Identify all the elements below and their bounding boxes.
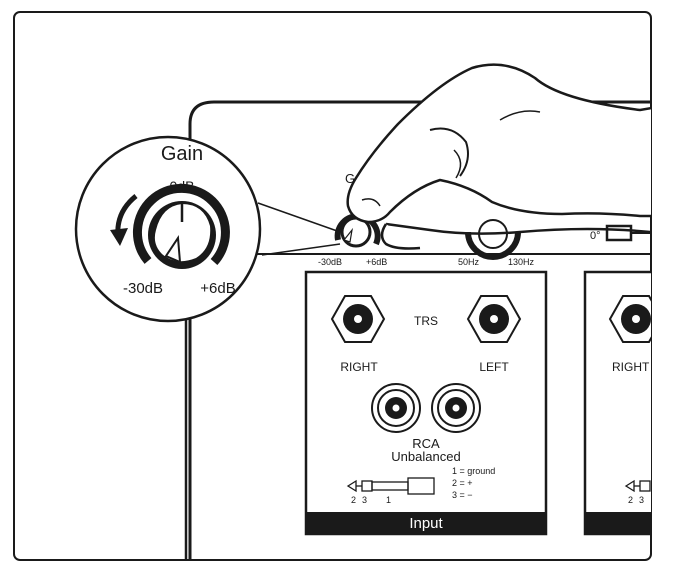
- knob-pointer-triangle: [164, 235, 182, 264]
- rca-jack-left[interactable]: [431, 383, 481, 433]
- rca-jack-right[interactable]: [371, 383, 421, 433]
- plug-pin-3: 3: [362, 495, 367, 505]
- pin-legend-3: 3 = −: [452, 490, 473, 500]
- gain-knob-large[interactable]: [148, 201, 216, 269]
- second-trs-jack-right[interactable]: [608, 295, 662, 343]
- device-gain-label-partial: G: [345, 171, 355, 186]
- second-right-label: RIGHT: [612, 360, 650, 374]
- second-plug-pin-3: 3: [639, 495, 644, 505]
- rca-label: RCA: [412, 436, 440, 451]
- input-footer-label: Input: [409, 515, 443, 532]
- callout-zero-label: 0dB: [170, 178, 195, 194]
- plug-pin-1: 1: [386, 495, 391, 505]
- callout-leader-bottom: [261, 243, 341, 256]
- input-footer-bar: [306, 512, 546, 534]
- callout-min-label: -30dB: [123, 280, 163, 297]
- trs-plug-icon: [346, 477, 435, 495]
- trs-jack-right[interactable]: [330, 295, 386, 343]
- device-gain-max-label: +6dB: [366, 257, 387, 267]
- highpass-min-label: 50Hz: [458, 257, 480, 267]
- left-label: LEFT: [479, 360, 509, 374]
- highpass-max-label: 130Hz: [508, 257, 535, 267]
- device-body: [188, 100, 651, 560]
- callout-title: Gain: [161, 143, 203, 165]
- callout-max-label: +6dB: [200, 280, 235, 297]
- second-plug-pin-2: 2: [628, 495, 633, 505]
- rotate-arrowhead: [110, 228, 128, 246]
- unbalanced-label: Unbalanced: [391, 449, 460, 464]
- phase-switch[interactable]: [605, 224, 633, 242]
- input-panel: [304, 270, 548, 536]
- phase-switch-label: 0°: [590, 230, 601, 242]
- right-label: RIGHT: [340, 360, 378, 374]
- callout-leader-top: [257, 202, 341, 233]
- hand-illustration: [346, 63, 651, 250]
- trs-jack-left[interactable]: [466, 295, 522, 343]
- pin-legend-2: 2 = +: [452, 478, 473, 488]
- trs-label: TRS: [414, 314, 438, 328]
- device-gain-min-label: -30dB: [318, 257, 342, 267]
- plug-pin-2: 2: [351, 495, 356, 505]
- pin-legend-1: 1 = ground: [452, 466, 495, 476]
- second-trs-plug-icon: [624, 479, 651, 493]
- gain-range-arc: [132, 183, 230, 266]
